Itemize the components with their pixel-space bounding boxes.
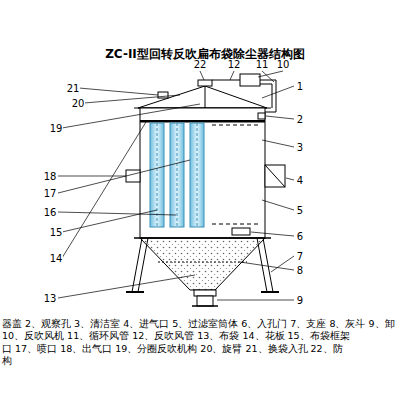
callout-number: 14 [49, 253, 64, 264]
callout-number: 17 [43, 188, 58, 199]
parts-list-line: 构 [2, 355, 398, 366]
callout-number: 21 [66, 83, 81, 94]
callout-number: 18 [43, 171, 58, 182]
callout-number: 16 [43, 207, 58, 218]
callout-number: 19 [49, 123, 64, 134]
callout-number: 6 [296, 231, 304, 242]
parts-list-line: 口 17、喷口 18、出气口 19、分圈反吹机构 20、旋臂 21、换袋入孔 2… [2, 343, 398, 354]
parts-list-line: 10、反吹风机 11、循环风管 12、反吹风管 13、布袋 14、花板 15、布… [2, 330, 398, 341]
leader-lines [58, 71, 294, 300]
callout-number: 4 [296, 175, 304, 186]
callout-number: 20 [71, 98, 86, 109]
callout-number: 2 [296, 114, 304, 125]
callout-number: 7 [296, 251, 304, 262]
callout-number: 1 [296, 81, 304, 92]
callout-number: 22 [193, 59, 208, 70]
callout-number: 3 [296, 142, 304, 153]
callout-number: 10 [276, 59, 291, 70]
callout-number: 9 [296, 295, 304, 306]
callout-number: 5 [296, 205, 304, 216]
callout-number: 12 [227, 59, 242, 70]
callout-number: 13 [43, 293, 58, 304]
callout-number: 11 [255, 59, 270, 70]
callout-number: 8 [296, 265, 304, 276]
parts-list-line: 器盖 2、观察孔 3、清洁室 4、进气口 5、过滤室筒体 6、入孔门 7、支座 … [2, 318, 398, 329]
callout-number: 15 [49, 227, 64, 238]
